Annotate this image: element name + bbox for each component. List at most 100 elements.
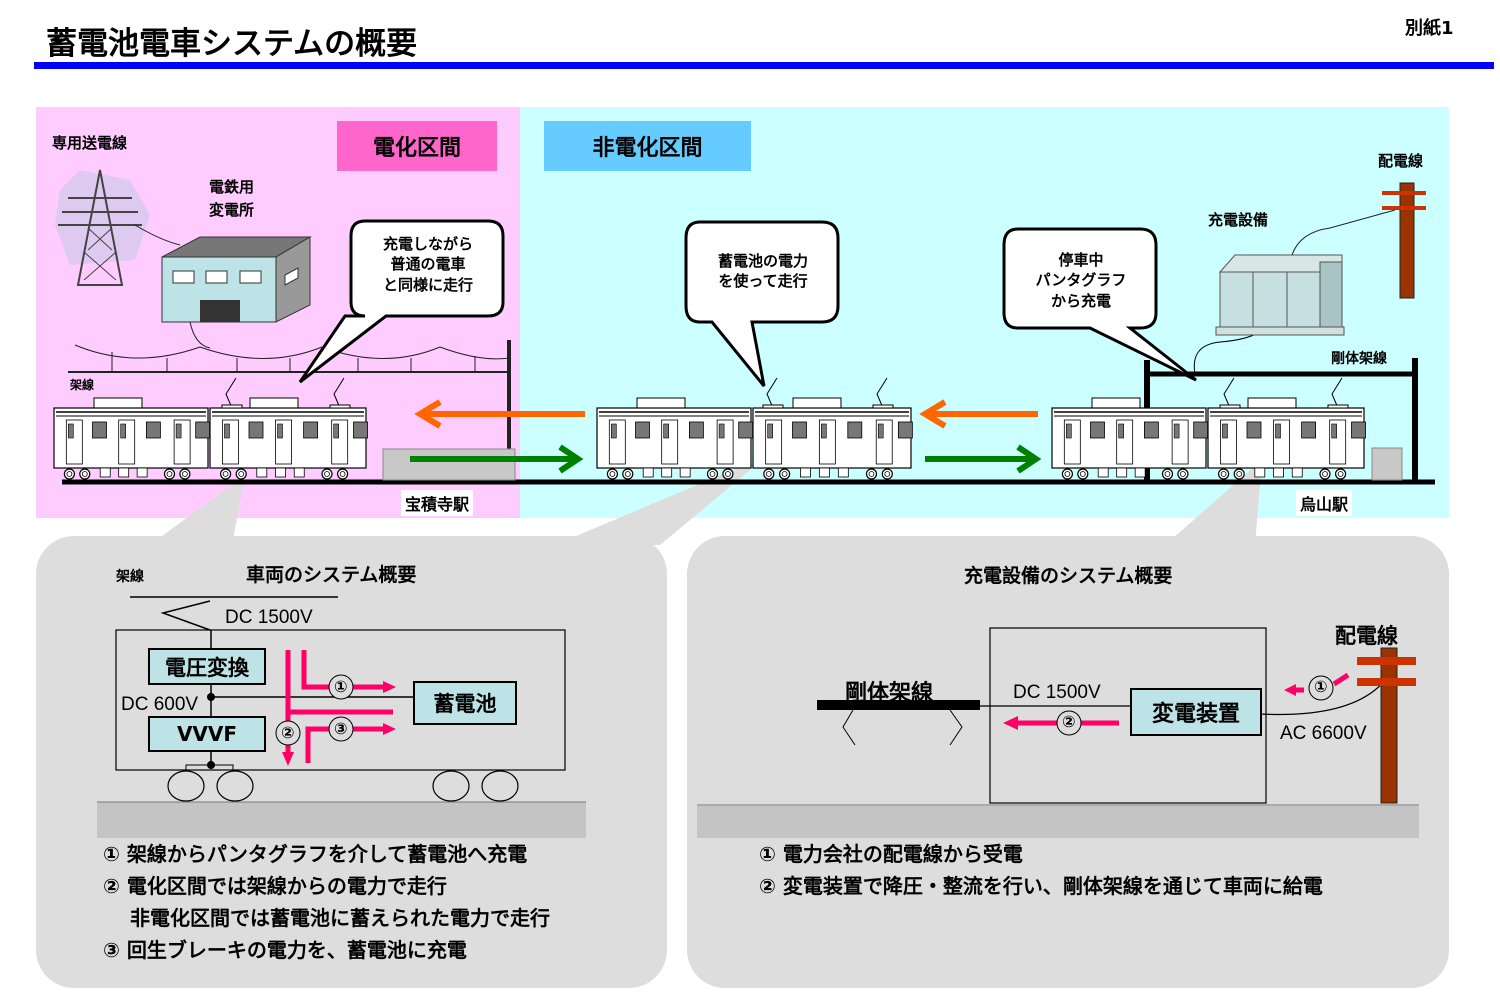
speech-bubble-right: [1002, 227, 1197, 382]
voltage-converter-box: 電圧変換: [148, 648, 266, 685]
car-body-outline: [115, 629, 566, 771]
station-right-label: 烏山駅: [1296, 490, 1353, 516]
non-electrified-zone-tag: 非電化区間: [544, 121, 751, 171]
wheel: [1233, 468, 1245, 480]
page-title: 蓄電池電車システムの概要: [46, 26, 418, 62]
wheel: [481, 770, 519, 802]
vehicle-note: 非電化区間では蓄電池に蓄えられた電力で走行: [103, 906, 550, 930]
utility-pole-icon: [1382, 182, 1426, 299]
train-car: [1207, 377, 1366, 480]
wheel: [163, 468, 176, 480]
vehicle-note: ③ 回生ブレーキの電力を、蓄電池に充電: [103, 938, 467, 962]
ground-strip: [97, 802, 586, 838]
utility-pole-icon: [1380, 647, 1398, 804]
flow-marker-2: ②: [1062, 712, 1076, 731]
wheel: [722, 468, 734, 480]
substation-label-line2: 変電所: [209, 201, 255, 219]
flow-marker-2: ②: [281, 723, 295, 742]
bubble-line: パンタグラフ: [1035, 271, 1127, 290]
wheel: [167, 770, 205, 802]
bus-voltage-label: DC 600V: [121, 694, 199, 715]
input-voltage-label-ac: AC 6600V: [1280, 723, 1367, 744]
charging-note: ② 変電装置で降圧・整流を行い、剛体架線を通じて車両に給電: [759, 874, 1323, 898]
pantograph-symbol: [160, 600, 211, 631]
flow-marker-1: ①: [334, 677, 348, 696]
bubble-line: を使って走行: [718, 272, 808, 291]
charging-note: ① 電力会社の配電線から受電: [759, 842, 1023, 866]
speech-bubble-middle: [684, 220, 840, 387]
platform-right: [1371, 447, 1403, 481]
substation-device-box: 変電装置: [1130, 688, 1262, 736]
wheel: [1217, 468, 1230, 480]
sheet-label: 別紙1: [1405, 18, 1454, 39]
wheel: [778, 468, 791, 480]
wheel: [63, 468, 76, 480]
overhead-wire-label: 架線: [70, 378, 95, 392]
distribution-line-label: 配電線: [1378, 152, 1424, 170]
vehicle-panel-title: 車両のシステム概要: [246, 564, 417, 586]
input-voltage-label: DC 1500V: [225, 607, 313, 628]
wheel: [1077, 468, 1089, 480]
substation-label-line1: 電鉄用: [209, 178, 255, 196]
wheel: [321, 468, 333, 480]
wheel: [432, 770, 470, 802]
overhead-wire-label-panel: 架線: [116, 569, 144, 585]
output-voltage-label: DC 1500V: [1013, 682, 1101, 703]
wheel: [216, 770, 254, 802]
bubble-line: と同様に走行: [382, 275, 473, 294]
charging-facility-label: 充電設備: [1208, 211, 1269, 229]
substation-building-icon: [161, 236, 312, 349]
dedicated-line-label: 専用送電線: [52, 134, 128, 152]
wheel: [622, 468, 634, 480]
electrified-zone-tag: 電化区間: [337, 121, 497, 171]
battery-box: 蓄電池: [413, 681, 517, 725]
train-car: [53, 397, 211, 480]
wheel: [606, 468, 619, 480]
bubble-right-text: 停車中 パンタグラフ から充電: [1006, 250, 1156, 311]
charging-panel-title: 充電設備のシステム概要: [964, 565, 1173, 587]
ground-strip: [697, 806, 1419, 838]
station-left-label: 宝積寺駅: [401, 490, 474, 516]
transmission-tower-icon: [55, 169, 181, 286]
charging-system-panel: [687, 536, 1449, 988]
bubble-line: 充電しながら: [382, 235, 473, 253]
distribution-line-label-panel: 配電線: [1335, 624, 1398, 648]
train-car: [209, 377, 368, 480]
vehicle-note: ② 電化区間では架線からの電力で走行: [103, 874, 447, 898]
wheel: [179, 468, 191, 480]
flow-marker-1: ①: [1314, 677, 1328, 696]
flow-marker-3: ③: [334, 719, 348, 738]
wheel: [865, 468, 878, 480]
train-car: [752, 377, 913, 480]
wheel: [763, 468, 775, 480]
rigid-catenary-label-panel: 剛体架線: [845, 681, 934, 706]
platform-left: [382, 448, 516, 481]
bubble-line: から充電: [1050, 291, 1111, 310]
power-flow-arrows: [285, 650, 393, 763]
rigid-catenary-label: 剛体架線: [1331, 351, 1387, 367]
speech-bubble-left: [298, 219, 505, 384]
wheel: [881, 468, 893, 480]
top-diagram: [55, 169, 1435, 485]
bubble-middle-text: 蓄電池の電力 を使って走行: [688, 251, 838, 292]
wheel: [220, 468, 232, 480]
charging-cabinet-icon: [1215, 209, 1396, 336]
wheel: [1319, 468, 1331, 480]
vvvf-inverter-box: VVVF: [148, 716, 266, 752]
vehicle-system-panel: [36, 536, 667, 988]
callout-wedge-left: [150, 475, 245, 545]
bubble-line: 普通の電車: [390, 255, 466, 274]
outbound-arrow-1: [410, 444, 584, 474]
return-arrow-1: [414, 399, 585, 429]
vehicle-note: ① 架線からパンタグラフを介して蓄電池へ充電: [103, 842, 528, 866]
wheel: [79, 468, 91, 480]
wheel: [1061, 468, 1074, 480]
train-car: [596, 397, 754, 480]
wheel: [337, 468, 349, 480]
wheel: [1334, 468, 1347, 480]
wheel: [706, 468, 719, 480]
wheel: [1177, 468, 1189, 480]
charging-notes: ① 電力会社の配電線から受電 ② 変電装置で降圧・整流を行い、剛体架線を通じて車…: [759, 838, 1323, 902]
